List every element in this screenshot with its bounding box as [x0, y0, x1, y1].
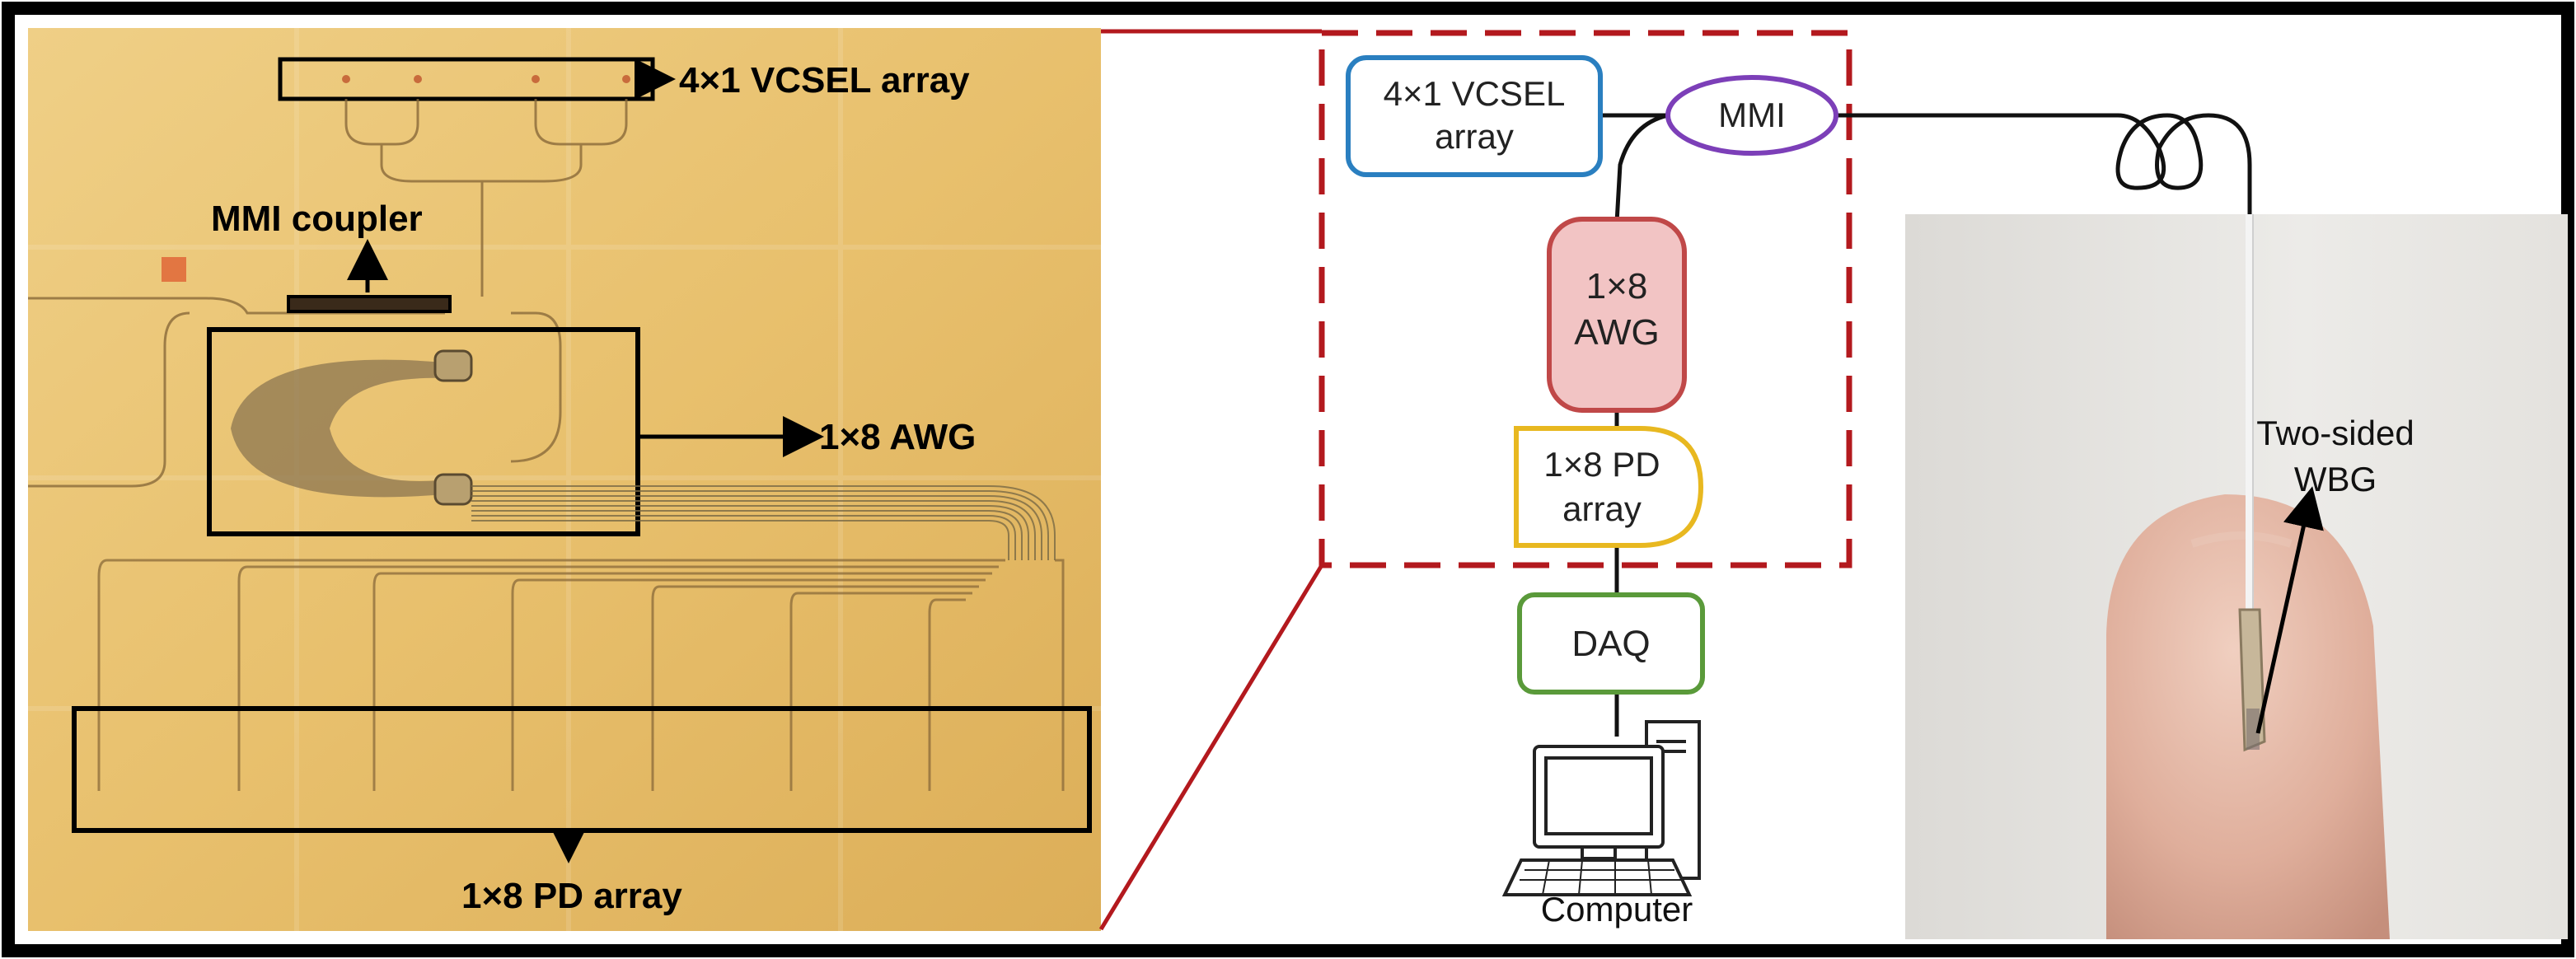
vcsel-block-label-1: 4×1 VCSEL	[1384, 74, 1566, 113]
awg-chip-label: 1×8 AWG	[819, 417, 976, 457]
vcsel-block	[1346, 55, 1603, 177]
zoom-connector-lines	[1098, 29, 1324, 931]
mmi-coupler-shape	[287, 295, 452, 313]
combiner-waveguides	[28, 99, 628, 488]
pd-chip-label: 1×8 PD array	[461, 876, 682, 916]
wbg-label-2: WBG	[2294, 460, 2377, 498]
daq-block	[1517, 592, 1705, 695]
awg-outline	[207, 327, 640, 536]
dashed-chip-boundary	[1318, 30, 1852, 568]
pd-routing-waveguides	[97, 559, 1065, 791]
mmi-coupler-label: MMI coupler	[211, 199, 423, 239]
vcsel-emitters	[342, 75, 630, 83]
mmi-block-label: MMI	[1718, 96, 1786, 134]
vcsel-block-label-2: array	[1435, 117, 1514, 156]
awg-structure	[231, 349, 1056, 560]
finger-photo-panel: Two-sided WBG	[1905, 214, 2568, 939]
vcsel-chip-label: 4×1 VCSEL array	[679, 60, 970, 101]
wbg-arrow	[2255, 486, 2324, 734]
pd-block	[1514, 426, 1704, 548]
computer-label: Computer	[1541, 890, 1693, 929]
daq-block-label: DAQ	[1571, 624, 1650, 664]
awg-block-label-2: AWG	[1574, 312, 1659, 353]
system-schematic: 4×1 VCSEL array MMI 1×8 AWG 1×8 PD array…	[1318, 30, 2252, 929]
optical-fiber	[1600, 113, 2252, 737]
pd-block-label-1: 1×8 PD	[1543, 445, 1660, 484]
mmi-block	[1665, 75, 1838, 156]
chip-micrograph-panel: MMI coupler 1×8 AWG	[28, 28, 1101, 931]
computer-icon	[1501, 720, 1701, 896]
wbg-label-1: Two-sided	[2256, 414, 2414, 452]
awg-block-label-1: 1×8	[1586, 266, 1648, 306]
alignment-mark	[162, 257, 186, 282]
pd-block-label-2: array	[1562, 489, 1642, 528]
awg-block	[1547, 217, 1687, 413]
